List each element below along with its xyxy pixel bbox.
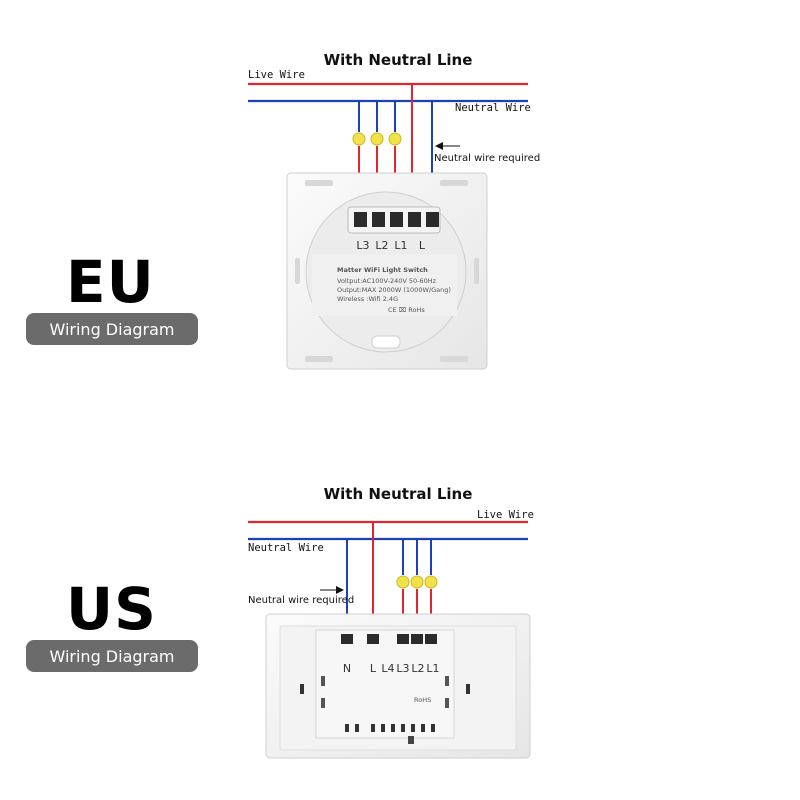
us-terminal-screw [367, 634, 379, 644]
eu-terminal-label: L [419, 239, 426, 252]
eu-spec-voltage: Voltput:AC100V-240V 50-60Hz [337, 277, 437, 285]
us-terminal-label: L4 [381, 662, 394, 675]
us-terminal-screw [397, 634, 409, 644]
us-terminal-label: L1 [426, 662, 439, 675]
us-connector [410, 575, 424, 589]
eu-terminal-screw [354, 212, 367, 227]
us-title: With Neutral Line [324, 485, 473, 503]
eu-connector [370, 132, 384, 146]
eu-region-label: EU [66, 248, 155, 316]
eu-terminal-screw [390, 212, 403, 227]
us-terminal-label: L [370, 662, 377, 675]
eu-spec-wireless: Wireless :Wifi 2.4G [337, 295, 398, 303]
us-terminal-screw [341, 634, 353, 644]
us-terminal-screw [425, 634, 437, 644]
us-region-label: US [66, 575, 157, 643]
eu-neutral-wire-label: Neutral Wire [455, 102, 531, 114]
us-wiring-diagram-badge: Wiring Diagram [26, 640, 198, 672]
eu-terminal-screw [408, 212, 421, 227]
eu-connector [388, 132, 402, 146]
us-diagram: With Neutral Line Live Wire Neutral Wire… [248, 485, 534, 759]
eu-title: With Neutral Line [324, 51, 473, 69]
eu-spec-output: Output:MAX 2000W (1000W/Gang) [337, 286, 451, 294]
eu-module-title: Matter WiFi Light Switch [337, 266, 428, 274]
us-terminal-label: L2 [411, 662, 424, 675]
us-cert: RoHS [414, 696, 431, 704]
us-switch-module [315, 629, 455, 739]
eu-terminal-screw [426, 212, 439, 227]
us-connector [396, 575, 410, 589]
eu-wiring-diagram-badge: Wiring Diagram [26, 313, 198, 345]
us-neutral-required-label: Neutral wire required [248, 595, 354, 606]
us-terminal-label: N [343, 662, 351, 675]
us-terminal-label: L3 [396, 662, 409, 675]
us-connector [424, 575, 438, 589]
eu-neutral-required-label: Neutral wire required [434, 153, 540, 164]
eu-terminal-screw [372, 212, 385, 227]
eu-live-wire-label: Live Wire [248, 69, 305, 81]
us-terminal-screw [411, 634, 423, 644]
eu-cert: CE ⌧ RoHs [388, 306, 425, 314]
eu-terminal-label: L1 [394, 239, 407, 252]
us-live-wire-label: Live Wire [477, 509, 534, 521]
eu-terminal-label: L2 [375, 239, 388, 252]
eu-connector [352, 132, 366, 146]
us-neutral-wire-label: Neutral Wire [248, 542, 324, 554]
eu-diagram: With Neutral Line Live Wire Neutral Wire… [248, 51, 540, 370]
eu-terminal-label: L3 [356, 239, 369, 252]
